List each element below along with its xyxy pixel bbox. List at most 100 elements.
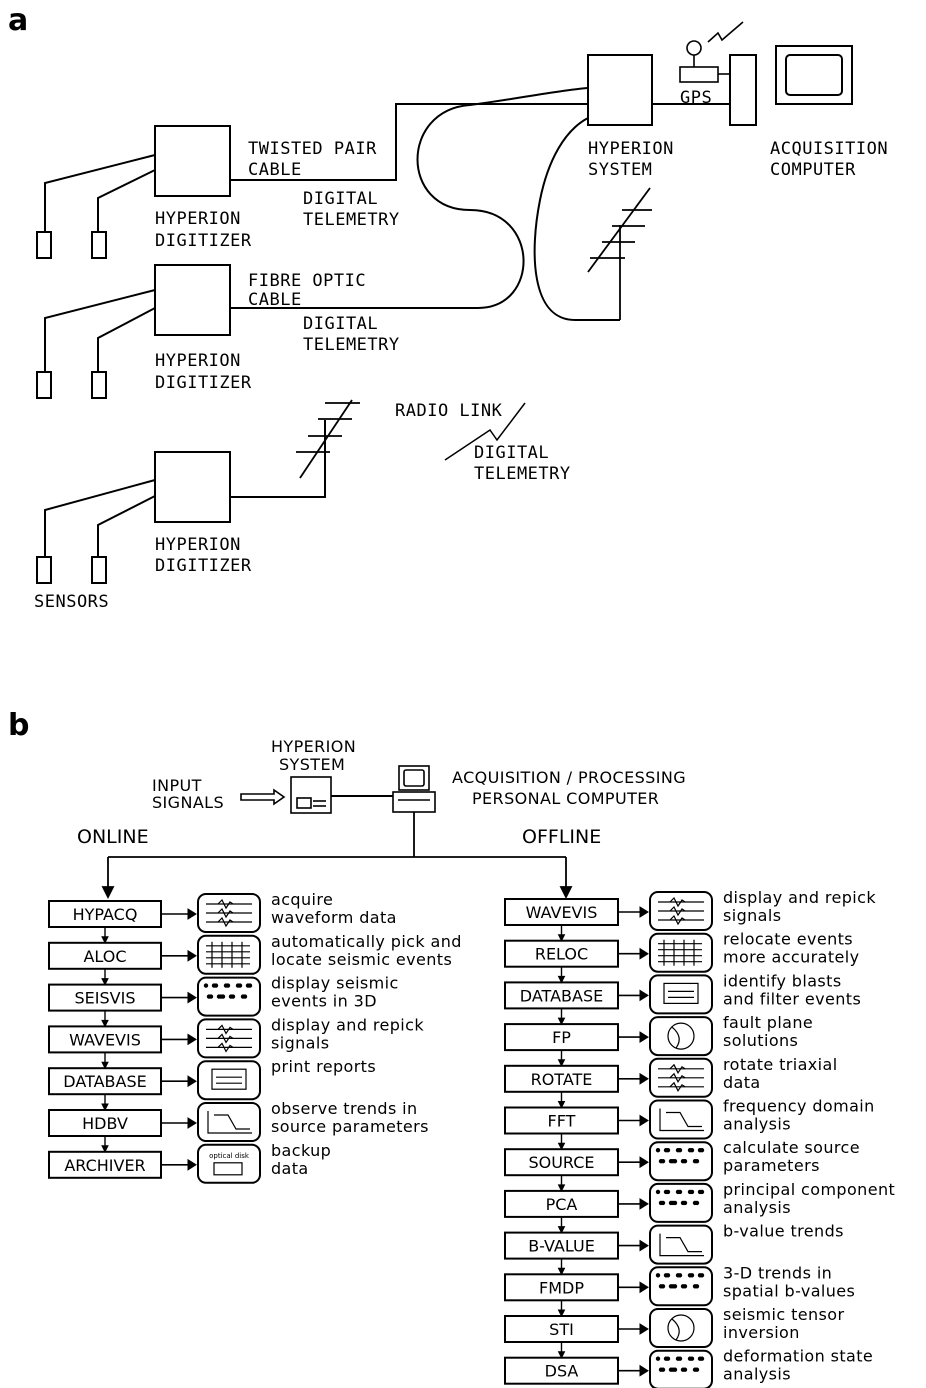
antenna-icon-remote: [296, 399, 360, 479]
online-arrowhead-icon: [187, 949, 197, 962]
offline-icon-glyph: [667, 1022, 695, 1050]
offline-arrowhead-icon: [639, 1239, 649, 1252]
offline-arrowhead-icon: [639, 1364, 649, 1377]
offline-function-icon: [649, 1308, 713, 1348]
online-arrowhead-icon: [187, 991, 197, 1004]
offline-arrowhead-icon: [639, 1197, 649, 1210]
pc-label-1: ACQUISITION / PROCESSING: [452, 768, 686, 787]
online-arrowhead-icon: [187, 1075, 197, 1088]
offline-desc-line2: analysis: [723, 1365, 791, 1384]
telemetry-label-3a: DIGITAL: [474, 443, 549, 463]
offline-program-name: FFT: [548, 1112, 576, 1131]
offline-program-name: ROTATE: [531, 1070, 593, 1089]
telemetry-label-2a: DIGITAL: [303, 314, 378, 334]
offline-arrowhead-icon: [639, 1072, 649, 1085]
offline-arrowhead-icon: [639, 989, 649, 1002]
b-system-label-2: SYSTEM: [279, 755, 345, 774]
offline-desc-line1: principal component: [723, 1180, 895, 1199]
online-icon-glyph: optical disk: [209, 1152, 250, 1176]
telemetry-label-2b: TELEMETRY: [303, 335, 400, 355]
offline-program-name: RELOC: [535, 945, 588, 964]
twisted-pair-label-1: TWISTED PAIR: [248, 139, 377, 159]
offline-arrowhead-icon: [639, 906, 649, 918]
offline-down-arrowhead-icon: [557, 1142, 566, 1151]
offline-down-arrowhead-icon: [557, 934, 566, 942]
pc-icon: [392, 765, 436, 813]
offline-down-arrowhead-icon: [557, 1101, 566, 1109]
acquisition-label-2: COMPUTER: [770, 160, 856, 180]
computer-icon: [729, 45, 853, 126]
input-label-1: INPUT: [152, 776, 202, 795]
digitizer-label-2a: HYPERION: [155, 351, 241, 371]
offline-arrowhead-icon: [639, 1114, 649, 1127]
radio-link-bolt: [444, 402, 526, 461]
acquisition-label-1: ACQUISITION: [770, 139, 888, 159]
online-function-icon: [197, 1102, 261, 1142]
offline-program-name: DATABASE: [520, 986, 603, 1005]
online-arrowhead-icon: [187, 908, 197, 920]
online-icon-glyph: [206, 898, 252, 928]
offline-icon-glyph: [658, 939, 702, 966]
online-program-name: WAVEVIS: [69, 1030, 141, 1049]
offline-desc-line1: calculate source: [723, 1138, 860, 1157]
offline-desc-line1: deformation state: [723, 1347, 873, 1366]
online-icon-glyph: [207, 1111, 252, 1134]
offline-desc-line1: fault plane: [723, 1013, 813, 1032]
online-desc-line2: locate seismic events: [271, 950, 452, 969]
online-arrowhead-icon: [187, 1158, 197, 1171]
online-desc-line2: source parameters: [271, 1117, 429, 1136]
offline-arrowhead-icon: [639, 1031, 649, 1044]
offline-program-name: PCA: [546, 1195, 578, 1214]
online-down-arrowhead-icon: [101, 1061, 109, 1070]
offline-down-arrowhead-icon: [557, 1351, 566, 1359]
telemetry-label-1a: DIGITAL: [303, 189, 378, 209]
offline-function-icon: [649, 1057, 713, 1098]
digitizer-box-1: [154, 125, 231, 197]
online-desc-line1: acquire: [271, 890, 333, 909]
offline-icon-glyph: [667, 1314, 695, 1342]
panel-a-label: a: [8, 3, 28, 38]
offline-down-arrowhead-icon: [557, 1226, 566, 1234]
digitizer-label-2b: DIGITIZER: [155, 373, 252, 393]
online-desc-line1: print reports: [271, 1057, 376, 1076]
offline-program-name: SOURCE: [528, 1153, 594, 1172]
gps-label: GPS: [680, 88, 712, 108]
online-program-name: ALOC: [83, 947, 126, 966]
offline-icon-glyph: [655, 1189, 705, 1206]
offline-program-name: STI: [549, 1320, 574, 1339]
offline-icon-glyph: [659, 1108, 704, 1132]
offline-function-icon: [649, 1141, 713, 1182]
offline-icon-glyph: [659, 1233, 704, 1257]
offline-program-name: DSA: [545, 1362, 579, 1381]
online-desc-line2: events in 3D: [271, 992, 377, 1011]
offline-desc-line2: inversion: [723, 1323, 800, 1342]
radio-link-label: RADIO LINK: [395, 401, 503, 421]
offline-arrowhead-icon: [639, 1156, 649, 1169]
offline-desc-line2: more accurately: [723, 948, 859, 967]
sensors-label: SENSORS: [34, 592, 109, 612]
offline-desc-line1: frequency domain: [723, 1097, 875, 1116]
online-arrowhead-icon: [187, 1117, 197, 1129]
online-desc-line1: display seismic: [271, 974, 399, 993]
tree-connector: [101, 812, 573, 900]
online-down-arrowhead-icon: [101, 936, 109, 944]
digitizer-box-3: [154, 451, 231, 523]
digitizer-label-1b: DIGITIZER: [155, 231, 252, 251]
online-function-icon: [197, 976, 261, 1017]
sensor-wiring-1: [36, 154, 156, 259]
hyperion-system-icon: [290, 776, 332, 814]
offline-icon-glyph: [658, 896, 704, 926]
offline-icon-glyph: [663, 982, 699, 1005]
offline-arrowhead-icon: [639, 947, 649, 960]
online-down-arrowhead-icon: [101, 1145, 109, 1153]
twisted-pair-label-2: CABLE: [248, 160, 302, 180]
